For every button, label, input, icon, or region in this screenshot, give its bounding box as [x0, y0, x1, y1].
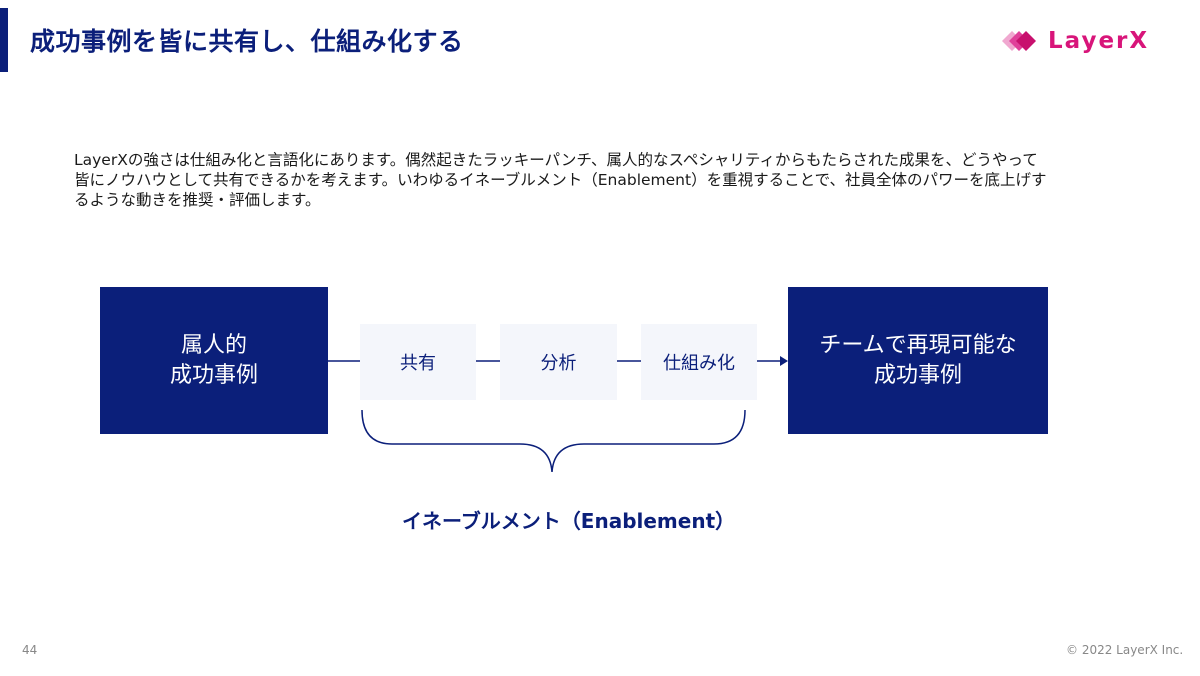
title-accent-bar — [0, 8, 8, 72]
arrow-head-icon — [780, 356, 788, 366]
intro-line: LayerXの強さは仕組み化と言語化にあります。偶然起きたラッキーパンチ、属人的… — [74, 151, 1038, 169]
intro-paragraph: LayerXの強さは仕組み化と言語化にあります。偶然起きたラッキーパンチ、属人的… — [74, 150, 1074, 210]
layerx-logo-icon — [1002, 31, 1036, 51]
box-label: 成功事例 — [169, 362, 258, 388]
step-share: 共有 — [360, 324, 476, 400]
intro-line: 皆にノウハウとして共有できるかを考えます。いわゆるイネーブルメント（Enable… — [74, 171, 1047, 189]
box-label: 成功事例 — [873, 362, 962, 388]
logo-wordmark: LayerX — [1048, 28, 1150, 54]
layerx-logo: LayerX — [1000, 26, 1149, 56]
step-analyze: 分析 — [500, 324, 617, 400]
step-label: 共有 — [400, 353, 436, 374]
step-systematize: 仕組み化 — [641, 324, 757, 400]
enablement-caption: イネーブルメント（Enablement） — [402, 509, 736, 533]
team-success-box: チームで再現可能な 成功事例 — [788, 287, 1048, 434]
intro-line: るような動きを推奨・評価します。 — [74, 191, 321, 209]
step-label: 仕組み化 — [663, 353, 735, 374]
box-label: チームで再現可能な — [819, 332, 1017, 358]
enablement-brace — [361, 409, 746, 473]
individual-success-box: 属人的 成功事例 — [100, 287, 328, 434]
box-label: 属人的 — [180, 332, 247, 358]
step-label: 分析 — [540, 353, 577, 374]
page-number: 44 — [22, 643, 38, 657]
page-title: 成功事例を皆に共有し、仕組み化する — [30, 27, 464, 56]
copyright: © 2022 LayerX Inc. — [1066, 643, 1184, 657]
